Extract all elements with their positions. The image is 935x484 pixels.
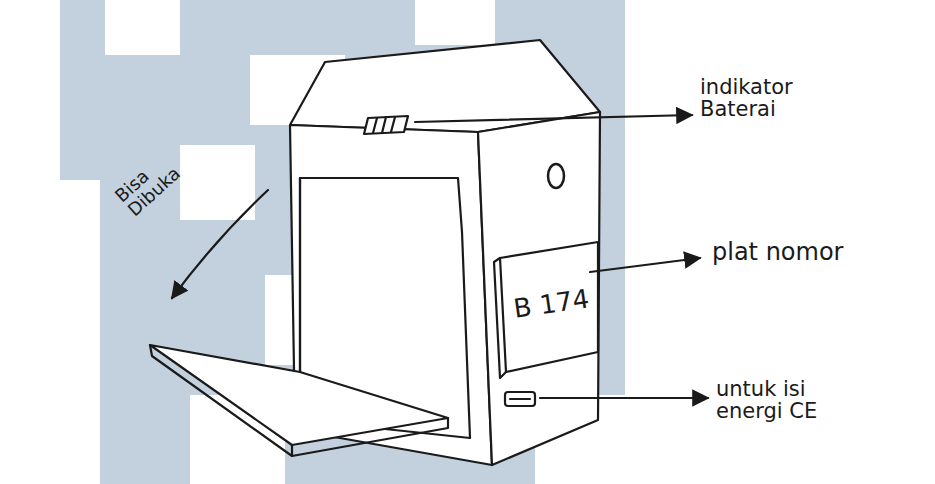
callout-label: untuk isi energi CE: [716, 378, 846, 422]
callout-label: plat nomor: [712, 240, 912, 265]
callout-label: indikator Baterai: [700, 76, 810, 120]
